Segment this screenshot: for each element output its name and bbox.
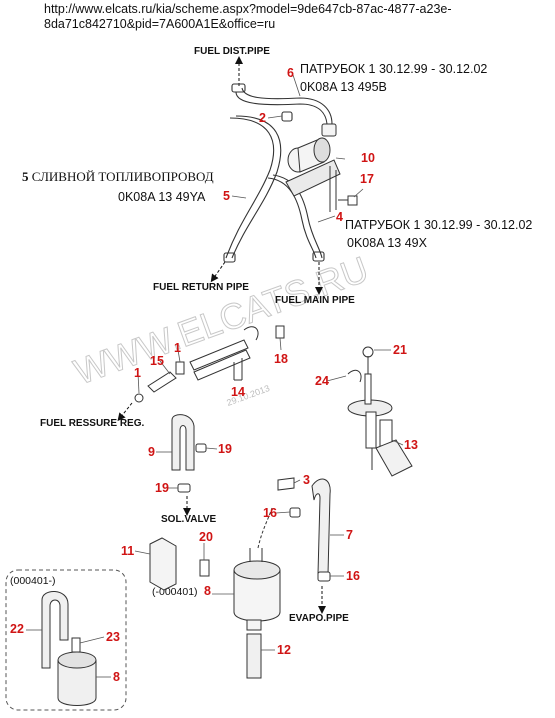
label-fuel-main-pipe: FUEL MAIN PIPE bbox=[275, 295, 355, 306]
label-fuel-ressure-reg: FUEL RESSURE REG. bbox=[40, 418, 144, 429]
page-url[interactable]: http://www.elcats.ru/kia/scheme.aspx?mod… bbox=[44, 2, 452, 32]
callout-14[interactable]: 14 bbox=[231, 385, 245, 399]
callout-2[interactable]: 2 bbox=[259, 111, 266, 125]
callout-5[interactable]: 5 bbox=[223, 189, 230, 203]
callout-21[interactable]: 21 bbox=[393, 343, 407, 357]
watermark-text: WWW.ELCATS.RU bbox=[69, 248, 374, 392]
callout-9[interactable]: 9 bbox=[148, 445, 155, 459]
upper-pipes bbox=[223, 83, 333, 263]
callout-5-title: СЛИВНОЙ ТОПЛИВОПРОВОД bbox=[28, 169, 214, 184]
callout-23[interactable]: 23 bbox=[106, 630, 120, 644]
callout-10[interactable]: 10 bbox=[361, 151, 375, 165]
bracket-11 bbox=[149, 537, 210, 591]
callout-15[interactable]: 15 bbox=[150, 354, 164, 368]
callout-5-name: 5 СЛИВНОЙ ТОПЛИВОПРОВОД bbox=[22, 169, 214, 184]
dist-pipe-fitting bbox=[231, 83, 246, 93]
label-fuel-return-pipe: FUEL RETURN PIPE bbox=[153, 282, 249, 293]
callout-5-number: 5 bbox=[22, 169, 29, 184]
label-evapo-pipe: EVAPO.PIPE bbox=[289, 613, 349, 624]
callout-20[interactable]: 20 bbox=[199, 530, 213, 544]
label-minus-000401: (-000401) bbox=[152, 586, 198, 598]
callout-18[interactable]: 18 bbox=[274, 352, 288, 366]
callout-7[interactable]: 7 bbox=[346, 528, 353, 542]
callout-19-upper[interactable]: 19 bbox=[218, 442, 232, 456]
callout-1-lower[interactable]: 1 bbox=[134, 366, 141, 380]
callout-4[interactable]: 4 bbox=[336, 210, 343, 224]
callout-8-variant[interactable]: 8 bbox=[113, 670, 120, 684]
hose-9 bbox=[171, 414, 207, 493]
callout-8-main[interactable]: 8 bbox=[204, 584, 211, 598]
label-fuel-dist-pipe: FUEL DIST.PIPE bbox=[194, 46, 270, 57]
callout-17[interactable]: 17 bbox=[360, 172, 374, 186]
label-sol-valve: SOL.VALVE bbox=[161, 514, 217, 525]
callout-13[interactable]: 13 bbox=[404, 438, 418, 452]
callout-16-upper[interactable]: 16 bbox=[263, 506, 277, 520]
callout-5-part-number: 0K08A 13 49YA bbox=[118, 190, 206, 204]
callout-3[interactable]: 3 bbox=[303, 473, 310, 487]
regulator-assembly bbox=[134, 325, 285, 403]
leader-lines bbox=[26, 74, 404, 678]
variant-box bbox=[5, 569, 127, 711]
variant-parts bbox=[41, 591, 97, 706]
callout-12[interactable]: 12 bbox=[277, 643, 291, 657]
fuel-filter-10 bbox=[285, 123, 341, 212]
callout-19-lower[interactable]: 19 bbox=[155, 481, 169, 495]
callout-4-part-number: 0K08A 13 49X bbox=[347, 236, 427, 250]
callout-6[interactable]: 6 bbox=[287, 66, 294, 80]
flow-arrows bbox=[117, 56, 326, 614]
canister-8 bbox=[233, 507, 281, 631]
hose-12 bbox=[246, 633, 262, 679]
clip-2 bbox=[281, 111, 293, 122]
callout-4-name: ПАТРУБОК 1 30.12.99 - 30.12.02 bbox=[345, 218, 533, 232]
url-line-2: 8da71c842710&pid=7A600A1E&office=ru bbox=[44, 17, 276, 31]
url-line-1: http://www.elcats.ru/kia/scheme.aspx?mod… bbox=[44, 2, 452, 16]
callout-6-part-number: 0K08A 13 495B bbox=[300, 80, 387, 94]
callout-22[interactable]: 22 bbox=[10, 622, 24, 636]
callout-24[interactable]: 24 bbox=[315, 374, 329, 388]
callout-6-name: ПАТРУБОК 1 30.12.99 - 30.12.02 bbox=[300, 62, 488, 76]
fuel-pump-13 bbox=[347, 346, 413, 477]
callout-16-lower[interactable]: 16 bbox=[346, 569, 360, 583]
hose-7 bbox=[277, 477, 331, 582]
bolt-17 bbox=[338, 195, 358, 206]
callout-1-upper[interactable]: 1 bbox=[174, 341, 181, 355]
callout-11[interactable]: 11 bbox=[121, 544, 135, 558]
box-title: (000401-) bbox=[10, 575, 56, 587]
